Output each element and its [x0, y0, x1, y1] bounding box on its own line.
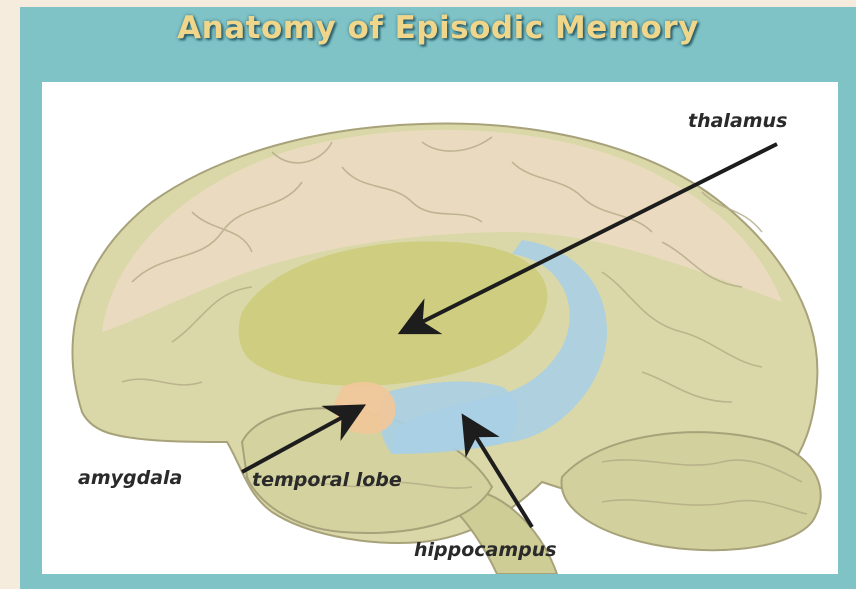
diagram-title: Anatomy of Episodic Memory	[20, 13, 856, 44]
amygdala-label: amygdala	[78, 469, 182, 488]
hippocampus-tail	[380, 382, 517, 454]
brain-illustration	[42, 82, 838, 574]
thalamus-label: thalamus	[688, 112, 787, 131]
temporal-lobe-label: temporal lobe	[252, 471, 402, 490]
cerebellum-shape	[562, 432, 821, 550]
hippocampus-label: hippocampus	[414, 541, 557, 560]
diagram-panel: thalamus amygdala temporal lobe hippocam…	[42, 82, 838, 574]
diagram-frame: Anatomy of Episodic Memory	[20, 7, 856, 589]
